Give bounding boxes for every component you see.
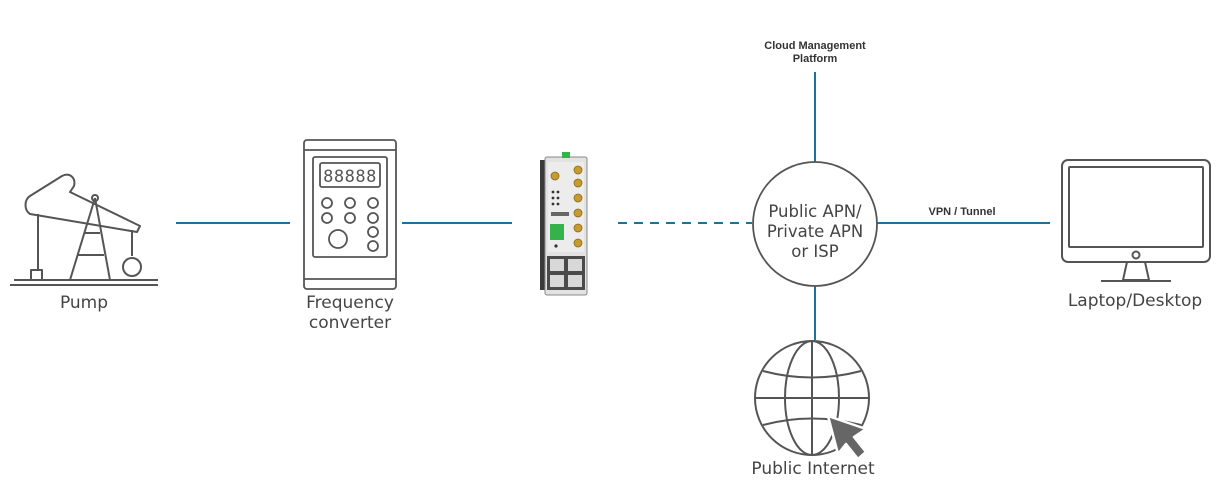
cloud-platform-label: Cloud Management Platform [764, 40, 866, 65]
hub-label: Public APN/ Private APN or ISP [766, 202, 864, 261]
cursor-arrow-icon [826, 414, 868, 461]
monitor-icon [1061, 159, 1211, 282]
industrial-router-icon [540, 152, 588, 296]
pump-label: Pump [59, 293, 109, 313]
frequency-converter-label: Frequency converter [306, 293, 394, 333]
frequency-converter-icon [303, 139, 397, 290]
public-internet-label: Public Internet [751, 459, 875, 479]
laptop-desktop-label: Laptop/Desktop [1067, 291, 1203, 311]
apn-isp-hub-circle [752, 161, 878, 287]
converter-display-readout: 88888 [323, 167, 377, 187]
oil-pump-icon [10, 173, 158, 286]
connectors [176, 72, 1050, 340]
vpn-tunnel-label: VPN / Tunnel [928, 206, 996, 218]
